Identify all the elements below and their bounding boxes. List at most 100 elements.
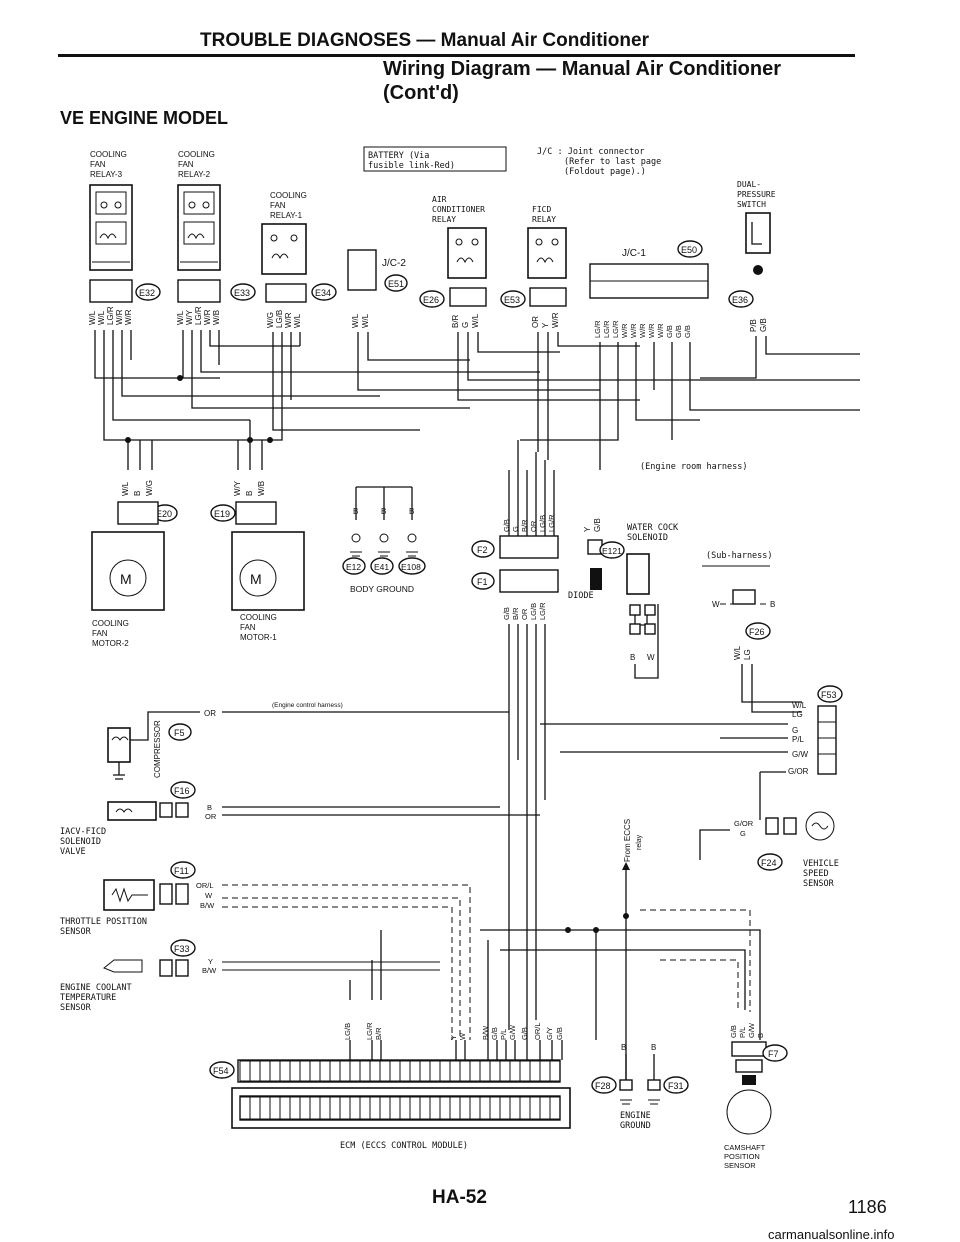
footer-site: carmanualsonline.info xyxy=(768,1227,894,1242)
water-cock-solenoid: WATER COCK SOLENOID B W xyxy=(626,523,679,679)
svg-text:LG/R: LG/R xyxy=(547,514,556,532)
svg-text:E20: E20 xyxy=(156,509,172,519)
svg-text:W/L: W/L xyxy=(176,310,185,325)
svg-text:IACV-FICD: IACV-FICD xyxy=(60,827,106,837)
page-code: HA-52 xyxy=(432,1187,487,1208)
svg-text:B: B xyxy=(409,507,414,516)
svg-text:BODY GROUND: BODY GROUND xyxy=(350,584,414,594)
svg-text:BATTERY (Via: BATTERY (Via xyxy=(368,151,429,161)
svg-text:B/R: B/R xyxy=(374,1027,383,1040)
engine-model: VE ENGINE MODEL xyxy=(60,108,229,128)
svg-text:G/B: G/B xyxy=(593,518,602,532)
svg-text:SENSOR: SENSOR xyxy=(803,879,835,889)
svg-text:LG: LG xyxy=(743,649,752,660)
svg-text:W/L: W/L xyxy=(792,701,807,710)
svg-text:M: M xyxy=(120,571,132,587)
svg-text:G/B: G/B xyxy=(729,1025,738,1038)
svg-text:MOTOR-2: MOTOR-2 xyxy=(92,639,129,648)
svg-text:POSITION: POSITION xyxy=(724,1152,760,1161)
svg-text:W/L: W/L xyxy=(471,313,480,328)
svg-text:E34: E34 xyxy=(315,288,331,298)
iacv-ficd-solenoid: F16 B OR IACV-FICD SOLENOID VALVE xyxy=(60,781,540,857)
wire-labels-f1: G/B B/R OR LG/B LG/R xyxy=(502,602,547,620)
svg-text:F2: F2 xyxy=(477,545,488,555)
svg-text:E12: E12 xyxy=(346,562,361,572)
svg-text:RELAY: RELAY xyxy=(432,215,456,224)
diagram-title: Wiring Diagram — Manual Air Conditioner xyxy=(383,58,781,80)
svg-text:B: B xyxy=(133,491,142,496)
svg-text:W/G: W/G xyxy=(266,312,275,328)
svg-text:FAN: FAN xyxy=(240,623,256,632)
svg-text:Y: Y xyxy=(583,526,592,532)
svg-text:OR/L: OR/L xyxy=(533,1022,542,1040)
svg-text:B: B xyxy=(245,491,254,496)
svg-text:W/L: W/L xyxy=(97,310,106,325)
svg-text:G/B: G/B xyxy=(665,325,674,338)
svg-text:E41: E41 xyxy=(374,562,389,572)
svg-text:E51: E51 xyxy=(388,279,404,289)
svg-text:G/B: G/B xyxy=(683,325,692,338)
jc1-block: J/C-1 xyxy=(589,248,709,299)
svg-text:LG/R: LG/R xyxy=(194,306,203,325)
svg-text:E19: E19 xyxy=(214,509,230,519)
ecm: F54 ECM (ECCS CONTROL MODULE) xyxy=(209,1059,571,1151)
svg-text:P/L: P/L xyxy=(738,1027,747,1038)
svg-text:W/B: W/B xyxy=(257,481,266,496)
svg-text:OR: OR xyxy=(520,608,529,620)
sub-harness: (Sub-harness) W B F26 W/L LG xyxy=(702,551,802,713)
wire-labels-m1: W/Y B W/B xyxy=(233,480,266,496)
svg-text:J/C-1: J/C-1 xyxy=(622,248,646,259)
svg-text:G: G xyxy=(792,726,798,735)
wire-labels-r1: W/G LG/B W/R W/L xyxy=(266,310,302,328)
svg-text:Y: Y xyxy=(208,957,213,966)
svg-text:B: B xyxy=(381,507,386,516)
connector-e53: E53 xyxy=(500,290,526,308)
svg-text:F54: F54 xyxy=(213,1066,229,1076)
svg-text:G/OR: G/OR xyxy=(734,819,754,828)
engine-control-harness-note: (Engine control harness) xyxy=(272,702,343,709)
svg-text:J/C : Joint connector: J/C : Joint connector xyxy=(537,147,644,157)
svg-text:SENSOR: SENSOR xyxy=(60,1003,92,1013)
connector-e19: E19 xyxy=(210,504,236,522)
harness-ecm-drops xyxy=(349,1040,563,1060)
svg-text:COOLING: COOLING xyxy=(92,619,129,628)
svg-text:F11: F11 xyxy=(174,866,189,876)
cooling-fan-motor-2: M COOLING FAN MOTOR-2 xyxy=(91,501,165,648)
cooling-fan-relay-2: COOLING FAN RELAY-2 xyxy=(177,150,221,271)
svg-text:Y: Y xyxy=(541,322,550,328)
page-number: 1186 xyxy=(848,1197,887,1217)
svg-text:F33: F33 xyxy=(174,944,190,954)
svg-text:B/R: B/R xyxy=(451,314,460,328)
svg-text:W/R: W/R xyxy=(203,309,212,325)
wire-labels-r3: W/L W/L LG/R W/R W/R xyxy=(88,306,133,325)
svg-text:W: W xyxy=(458,1032,467,1040)
svg-text:RELAY: RELAY xyxy=(532,215,556,224)
svg-text:B: B xyxy=(621,1043,626,1052)
svg-text:COOLING: COOLING xyxy=(240,613,277,622)
svg-text:W/L: W/L xyxy=(88,310,97,325)
svg-text:B/W: B/W xyxy=(202,966,217,975)
svg-text:LG/R: LG/R xyxy=(593,320,602,338)
svg-text:SOLENOID: SOLENOID xyxy=(627,533,668,543)
svg-text:B/W: B/W xyxy=(200,901,215,910)
svg-text:F16: F16 xyxy=(174,786,190,796)
svg-text:SENSOR: SENSOR xyxy=(724,1161,756,1170)
svg-text:G/B: G/B xyxy=(490,1027,499,1040)
svg-text:G/B: G/B xyxy=(555,1027,564,1040)
svg-text:LG/B: LG/B xyxy=(538,515,547,532)
connector-e50: E50 xyxy=(677,240,703,258)
svg-text:LG: LG xyxy=(792,710,803,719)
svg-text:B: B xyxy=(207,803,212,812)
joint-connector-note: J/C : Joint connector (Refer to last pag… xyxy=(537,147,661,177)
svg-text:WATER COCK: WATER COCK xyxy=(627,523,679,533)
svg-text:G/W: G/W xyxy=(747,1022,756,1038)
svg-text:FICD: FICD xyxy=(532,205,551,214)
cooling-fan-relay-1: COOLING FAN RELAY-1 xyxy=(261,191,307,275)
svg-text:CONDITIONER: CONDITIONER xyxy=(432,205,485,214)
svg-text:(Sub-harness): (Sub-harness) xyxy=(706,551,773,561)
svg-text:LG/R: LG/R xyxy=(106,306,115,325)
svg-text:COMPRESSOR: COMPRESSOR xyxy=(153,720,162,778)
wire-labels-r2: W/L W/Y LG/R W/R W/B xyxy=(176,306,221,325)
